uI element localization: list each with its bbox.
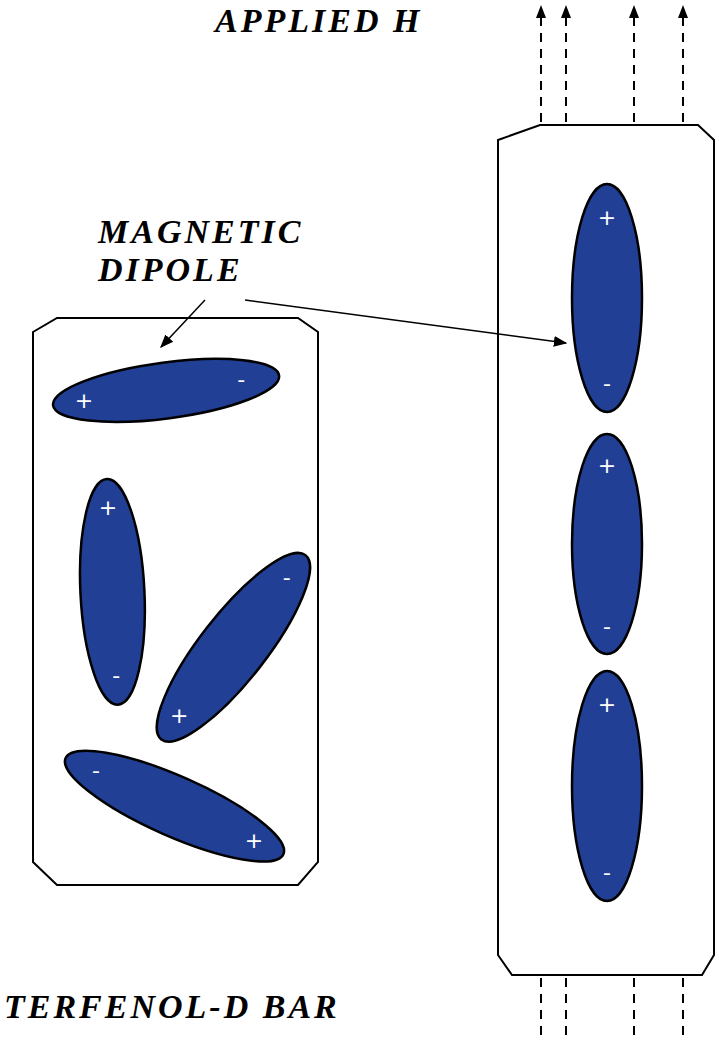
pole-sign: + [99, 497, 117, 519]
magnetic-dipole: +- [569, 431, 645, 657]
caption-label: APPLIED H [215, 2, 535, 40]
pole-sign: - [603, 616, 611, 638]
dipole-ellipse [49, 347, 282, 432]
magnetic-dipole: -+ [62, 748, 287, 864]
caption-label: MAGNETIC DIPOLE [98, 213, 348, 289]
pole-sign: - [92, 760, 100, 782]
dipole-ellipse [572, 184, 642, 412]
pole-sign: + [598, 694, 616, 716]
pole-sign: - [603, 373, 611, 395]
magnetic-dipole: +- [569, 668, 645, 904]
field-arrows [541, 16, 683, 122]
magnetic-dipole: -+ [154, 550, 313, 745]
caption-label: TERFENOL-D BAR [4, 988, 484, 1026]
pole-sign: - [283, 567, 291, 589]
pole-sign: + [170, 705, 188, 727]
magnetic-dipole: +- [77, 476, 148, 708]
pole-sign: - [112, 665, 120, 687]
pole-sign: + [598, 207, 616, 229]
leader-line [161, 300, 205, 347]
dipole-ellipse [54, 731, 296, 882]
dipole-ellipse [572, 434, 642, 654]
pole-sign: - [603, 862, 611, 884]
field-arrowheads [536, 5, 688, 18]
pole-sign: + [75, 390, 93, 412]
leader-line [245, 300, 566, 343]
dipole-ellipse [75, 478, 150, 707]
pole-sign: + [598, 455, 616, 477]
field-lines [541, 978, 683, 1040]
dipole-ellipse [572, 671, 642, 901]
pole-sign: + [245, 830, 263, 852]
dipole-ellipse [135, 534, 331, 759]
magnetic-dipole: +- [569, 181, 645, 415]
pole-sign: - [237, 369, 245, 391]
terfenol-bar [498, 125, 714, 975]
magnetic-dipole: +- [50, 356, 282, 425]
